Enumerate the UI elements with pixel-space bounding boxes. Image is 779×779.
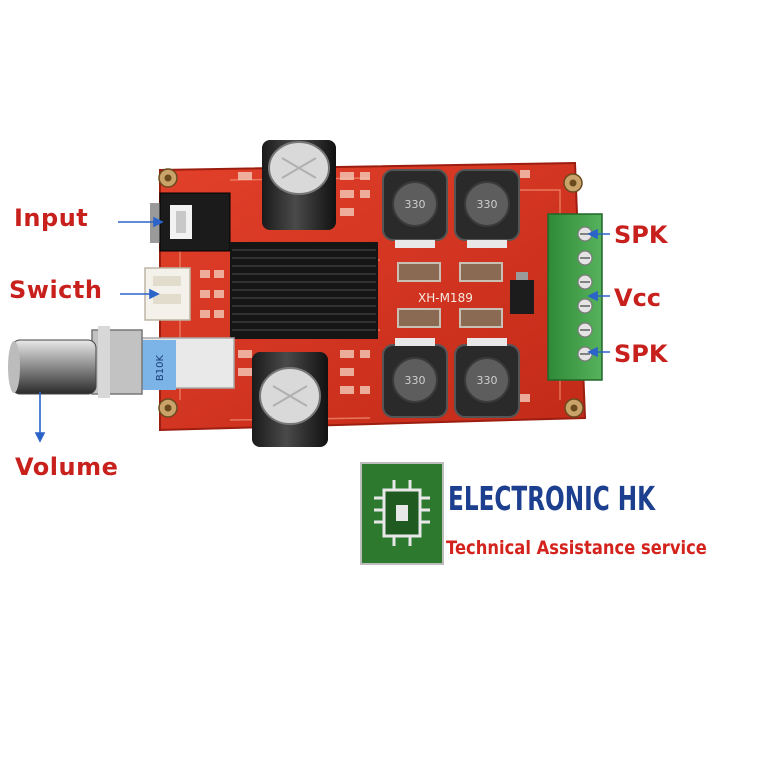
- input-label: Input: [14, 204, 89, 232]
- spk-bottom-label: SPK: [614, 340, 668, 368]
- pot-marking: B10K: [155, 354, 166, 381]
- vcc-label: Vcc: [614, 284, 662, 312]
- input-arrow: [118, 216, 164, 228]
- heatsink: [230, 242, 378, 339]
- switch-label: Swicth: [9, 276, 103, 304]
- brand-tagline: Technical Assistance service: [446, 537, 707, 559]
- vcc-arrow: [587, 290, 610, 302]
- board-model-label: XH-M189: [418, 291, 473, 305]
- mounting-screw: [563, 173, 583, 193]
- inductor: 330: [382, 338, 448, 418]
- electrolytic-capacitor-top: [262, 140, 336, 230]
- inductor-marking: 330: [405, 374, 426, 387]
- audio-input-jack: [150, 192, 231, 252]
- electrolytic-capacitor-bottom: [252, 352, 328, 447]
- logo-chip-icon: [360, 462, 444, 565]
- voltage-regulator: [510, 272, 534, 314]
- spk-top-label: SPK: [614, 221, 668, 249]
- smd-capacitor: [397, 262, 503, 328]
- mounting-screw: [158, 168, 178, 188]
- inductor-marking: 330: [477, 198, 498, 211]
- volume-label: Volume: [15, 453, 119, 481]
- inductor: 330: [454, 338, 520, 418]
- inductor: 330: [382, 169, 448, 248]
- mounting-screw: [158, 398, 178, 418]
- spk-top-arrow: [587, 228, 610, 240]
- volume-knob: [8, 326, 143, 398]
- brand-name: ELECTRONIC HK: [448, 479, 656, 518]
- inductor-marking: 330: [405, 198, 426, 211]
- volume-arrow: [34, 392, 46, 443]
- mounting-screw: [564, 398, 584, 418]
- inductor-marking: 330: [477, 374, 498, 387]
- switch-arrow: [120, 288, 160, 300]
- inductor: 330: [454, 169, 520, 248]
- volume-potentiometer: B10K: [141, 337, 235, 390]
- spk-bottom-arrow: [587, 346, 610, 358]
